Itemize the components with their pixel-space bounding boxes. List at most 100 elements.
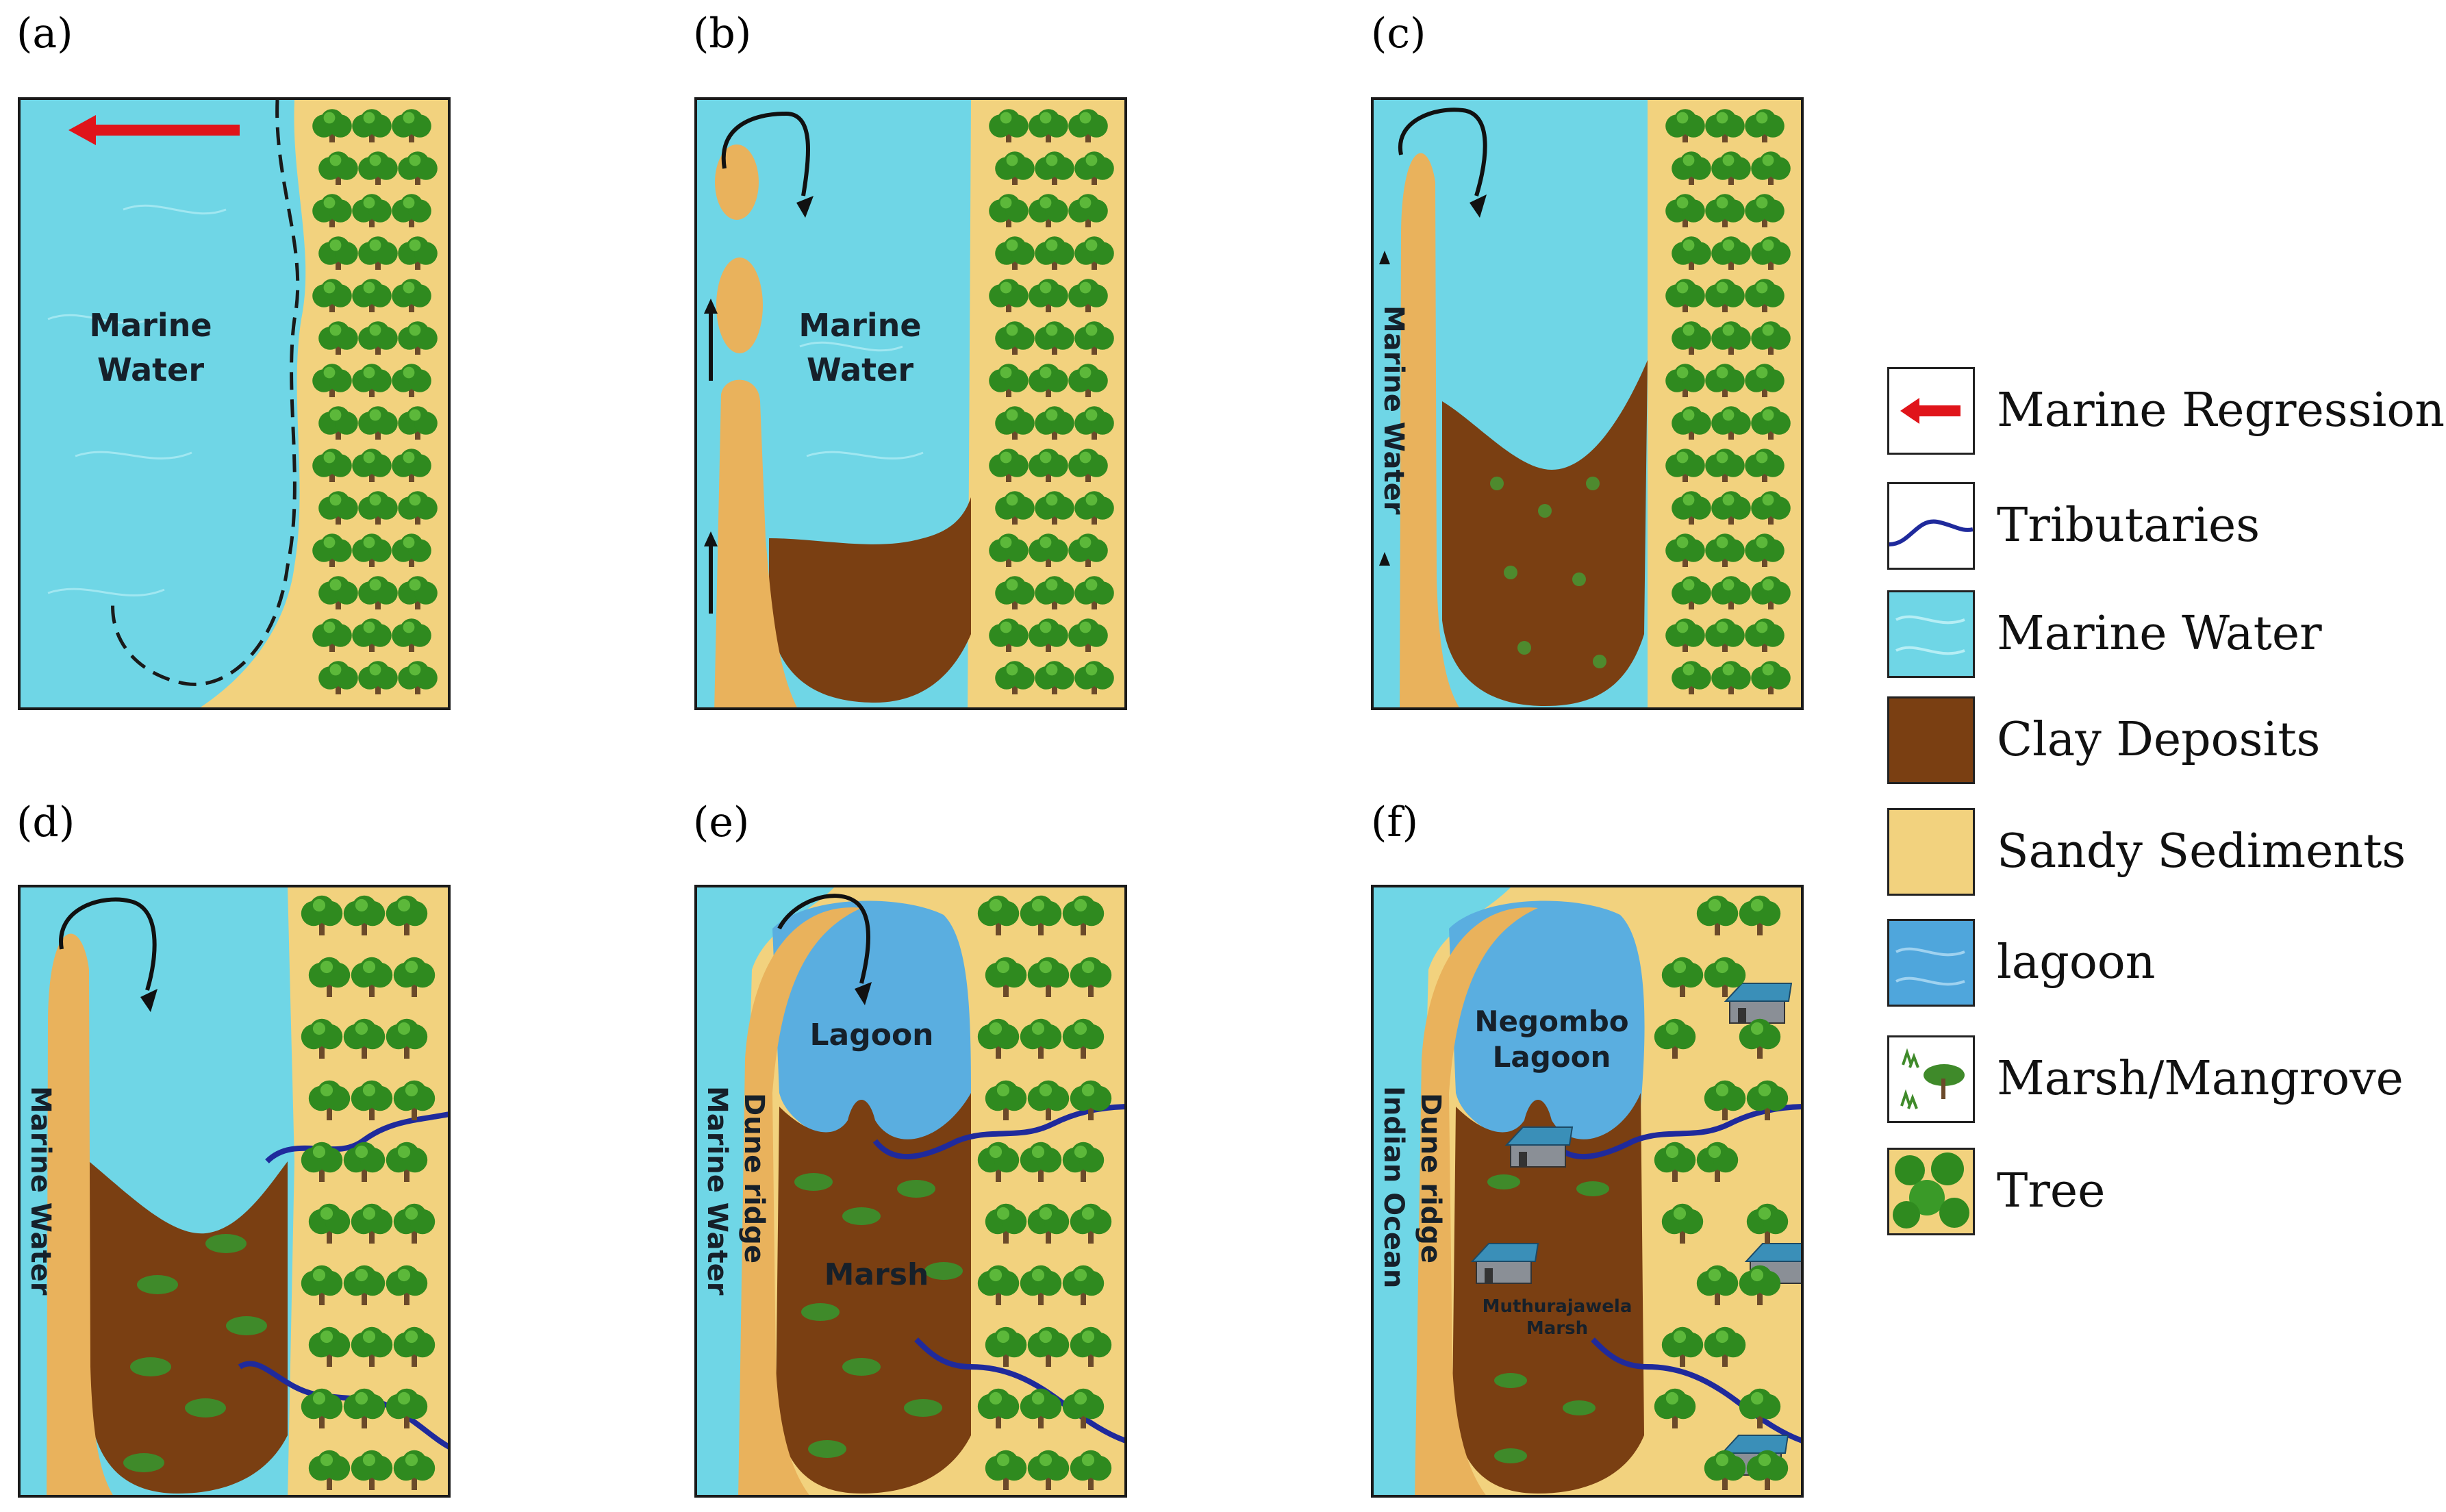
tree-icon bbox=[1745, 279, 1785, 312]
tree-icon bbox=[1711, 321, 1751, 355]
tree-icon bbox=[308, 957, 351, 997]
clay-deposits bbox=[1442, 360, 1648, 706]
tree-icon bbox=[1696, 1142, 1739, 1182]
tree-icon bbox=[312, 279, 352, 312]
tree-icon bbox=[1711, 151, 1751, 185]
drift-arrowhead-up-1 bbox=[704, 299, 718, 314]
tree-icon bbox=[358, 661, 398, 694]
tree-icon bbox=[1665, 194, 1705, 227]
tree-icon bbox=[1665, 109, 1705, 142]
tree-icon bbox=[985, 1326, 1027, 1367]
dune-ridge-vertical-label: Dune ridge bbox=[738, 1093, 770, 1263]
tree-icon bbox=[1745, 194, 1785, 227]
tree-icon bbox=[1020, 1142, 1062, 1182]
tree-icon bbox=[1745, 364, 1785, 397]
tree-icon bbox=[1665, 449, 1705, 482]
tree-icon bbox=[1751, 151, 1791, 185]
tree-icon bbox=[1672, 576, 1711, 609]
tree-icon bbox=[398, 406, 438, 440]
legend-label: lagoon bbox=[1997, 935, 2156, 990]
legend-item-sandy-sediments: Sandy Sediments bbox=[1887, 808, 2435, 896]
panel-f: Indian Ocean Dune ridge Negombo Lagoon M… bbox=[1371, 885, 1804, 1498]
clay-marsh-area bbox=[776, 1093, 971, 1494]
tree-icon bbox=[1068, 364, 1108, 397]
tree-icon bbox=[995, 236, 1035, 270]
tree-icon bbox=[352, 364, 392, 397]
legend-item-marine-regression: Marine Regression bbox=[1887, 367, 2445, 455]
tree-icon bbox=[1711, 491, 1751, 525]
tree-icon bbox=[308, 1080, 351, 1120]
tree-icon bbox=[1704, 1080, 1746, 1120]
tree-cluster bbox=[301, 895, 436, 1490]
arrow-up-top bbox=[1379, 251, 1390, 264]
tree-icon bbox=[1672, 661, 1711, 694]
tree-icon bbox=[989, 194, 1029, 227]
panel-e-label: (e) bbox=[693, 798, 750, 846]
house-icon bbox=[1724, 983, 1793, 1024]
tree-icon bbox=[1070, 1080, 1112, 1120]
legend-item-tributaries: Tributaries bbox=[1887, 482, 2435, 570]
tree-icon bbox=[393, 957, 436, 997]
sand-spit bbox=[1400, 153, 1459, 707]
tree-icon bbox=[1029, 533, 1068, 567]
tree-icon bbox=[1027, 1203, 1070, 1244]
legend-label: Marine Regression bbox=[1997, 383, 2445, 438]
tree-icon bbox=[1751, 406, 1791, 440]
tree-icon bbox=[1739, 1388, 1781, 1428]
muthurajawela-marsh-label-line1: Muthurajawela bbox=[1483, 1296, 1632, 1317]
tree-icon bbox=[393, 1203, 436, 1244]
marine-water-label-line2: Water bbox=[807, 351, 913, 388]
tree-icon bbox=[1665, 618, 1705, 652]
tree-icon bbox=[1654, 1142, 1696, 1182]
tree-icon bbox=[1704, 957, 1746, 997]
marsh-patches bbox=[794, 1173, 963, 1458]
tree-icon bbox=[312, 364, 352, 397]
tree-icon bbox=[1745, 533, 1785, 567]
tree-icon bbox=[1739, 1265, 1781, 1305]
tree-icon bbox=[301, 895, 343, 935]
tree-icon bbox=[318, 576, 358, 609]
tree-icon bbox=[343, 1142, 386, 1182]
tree-icon bbox=[392, 533, 431, 567]
tree-icon bbox=[398, 491, 438, 525]
tree-icon bbox=[358, 406, 398, 440]
tree-icon bbox=[312, 618, 352, 652]
open-sea-strip bbox=[1374, 100, 1393, 707]
tree-icon bbox=[1029, 109, 1068, 142]
tree-icon bbox=[386, 1388, 428, 1428]
tree-icon bbox=[1751, 491, 1791, 525]
tree-icon bbox=[1062, 1142, 1105, 1182]
tree-icon bbox=[1751, 576, 1791, 609]
tree-icon bbox=[1705, 618, 1745, 652]
clay-deposits bbox=[769, 497, 971, 703]
tree-icon bbox=[977, 1265, 1020, 1305]
tree-icon bbox=[351, 1080, 393, 1120]
tree-icon bbox=[343, 1388, 386, 1428]
tree-icon bbox=[358, 151, 398, 185]
tree-icon bbox=[1020, 895, 1062, 935]
tree-icon bbox=[1062, 895, 1105, 935]
tree-icon bbox=[1074, 491, 1114, 525]
tree-icon bbox=[392, 618, 431, 652]
legend-item-lagoon: lagoon bbox=[1887, 919, 2435, 1007]
marsh-label: Marsh bbox=[824, 1257, 929, 1292]
marine-water-label-line1: Marine bbox=[89, 307, 212, 344]
tree-icon bbox=[1068, 194, 1108, 227]
tree-icon bbox=[301, 1018, 343, 1059]
tree-icon bbox=[1672, 321, 1711, 355]
tree-icon bbox=[1705, 109, 1745, 142]
longshore-drift-arrow bbox=[777, 894, 870, 984]
tree-icon bbox=[977, 1142, 1020, 1182]
tree-icon bbox=[392, 194, 431, 227]
panel-f-drawing: Indian Ocean Dune ridge Negombo Lagoon M… bbox=[1374, 887, 1801, 1495]
tree-icon bbox=[351, 1326, 393, 1367]
tree-icon bbox=[985, 1203, 1027, 1244]
tree-icon bbox=[1068, 109, 1108, 142]
muthurajawela-marsh-label-line2: Marsh bbox=[1526, 1318, 1588, 1339]
tree-icon bbox=[301, 1142, 343, 1182]
settlement-houses bbox=[1470, 983, 1801, 1476]
longshore-drift-arrowhead bbox=[1470, 194, 1487, 218]
panel-d: Marine Water bbox=[18, 885, 451, 1498]
tree-icon bbox=[1746, 1450, 1789, 1490]
clay-swatch bbox=[1887, 696, 1975, 784]
